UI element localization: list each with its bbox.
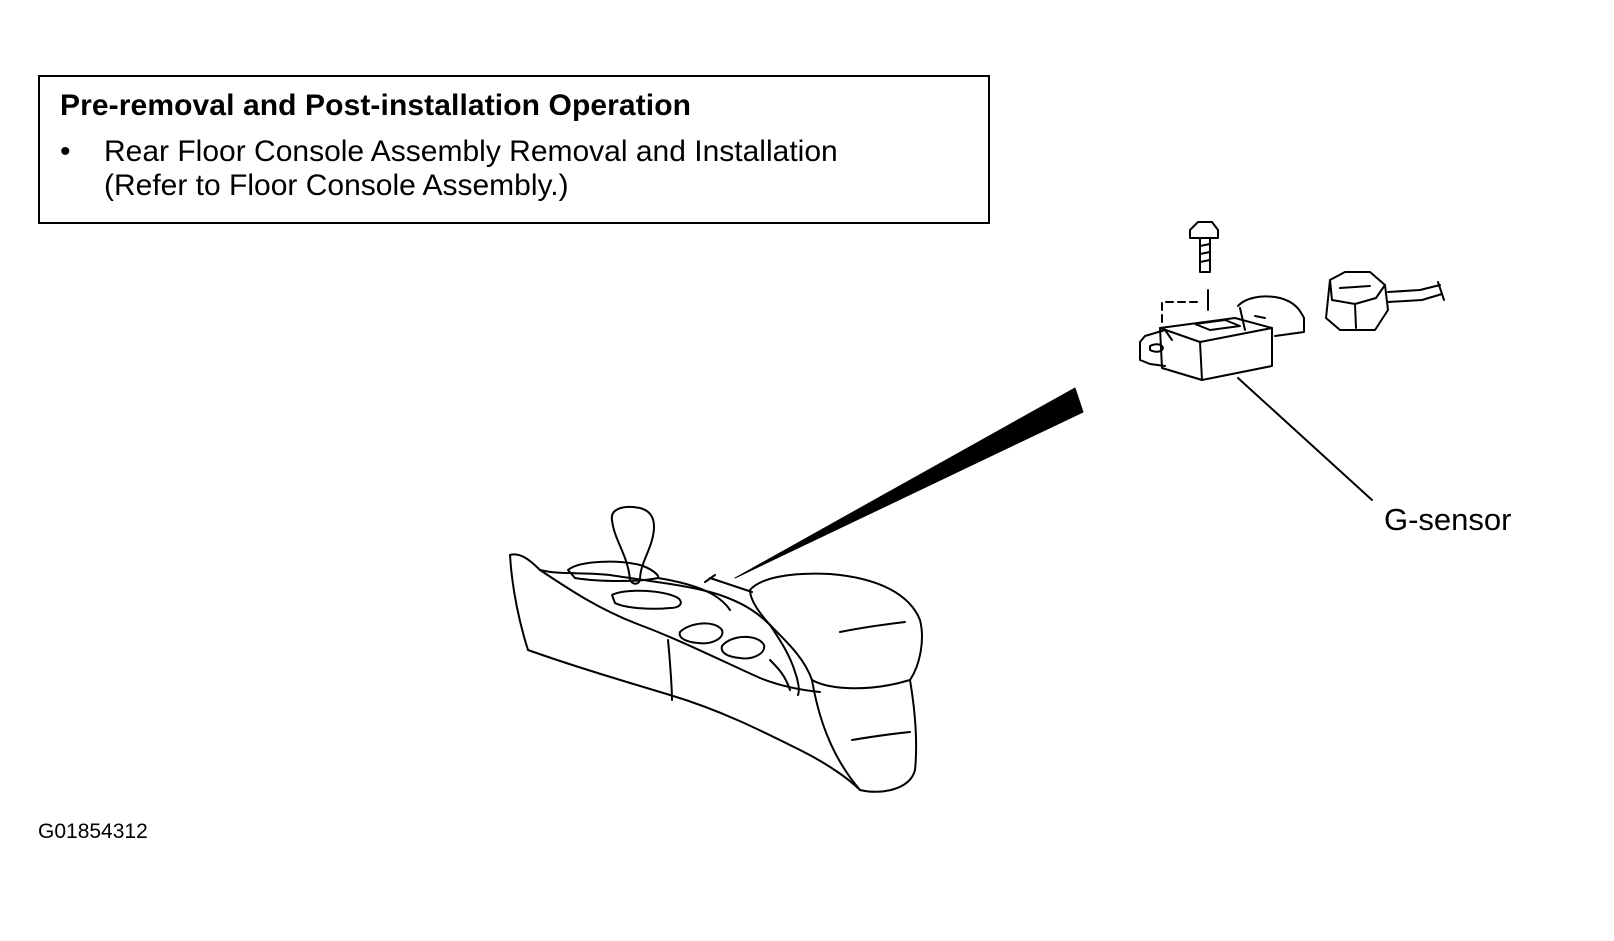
note-title: Pre-removal and Post-installation Operat… xyxy=(60,89,692,122)
note-item-text: Rear Floor Console Assembly Removal and … xyxy=(104,135,838,203)
note-item-line-2: (Refer to Floor Console Assembly.) xyxy=(104,169,569,202)
pointer-wedge xyxy=(734,387,1084,579)
pre-removal-note-box: Pre-removal and Post-installation Operat… xyxy=(38,75,990,224)
connector-drawing xyxy=(1325,271,1445,331)
g-sensor-drawing xyxy=(1139,289,1305,381)
figure-id: G01854312 xyxy=(38,820,148,843)
g-sensor-leader-line xyxy=(1237,377,1373,501)
note-item-line-1: Rear Floor Console Assembly Removal and … xyxy=(104,135,838,168)
bolt-drawing xyxy=(1189,221,1219,273)
bullet-icon: • xyxy=(60,135,71,168)
g-sensor-label: G-sensor xyxy=(1384,502,1512,537)
floor-console-drawing xyxy=(509,505,923,793)
